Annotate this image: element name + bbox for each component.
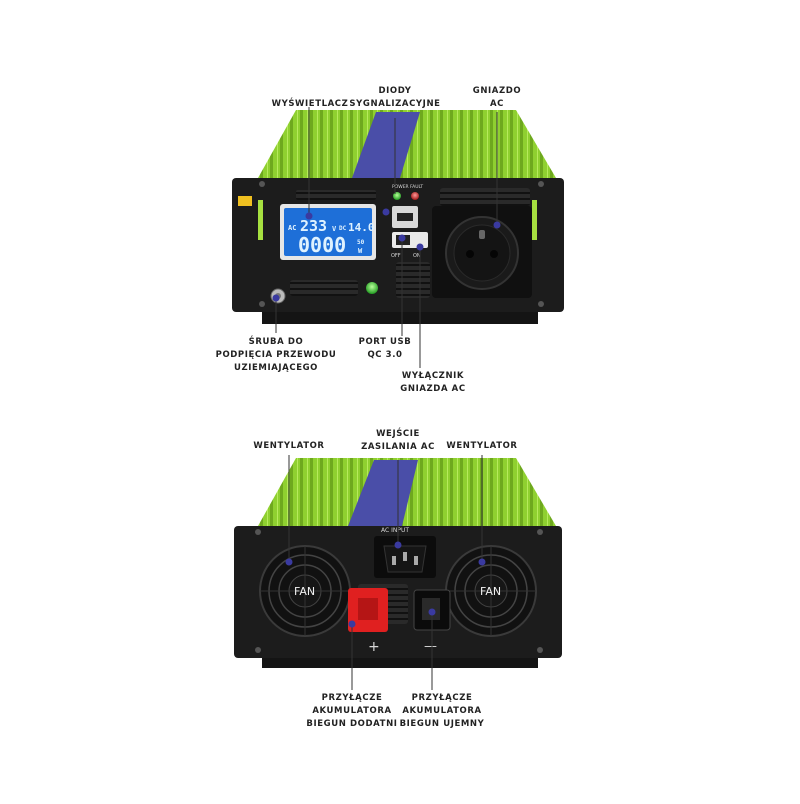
fault-led-label: FAULT bbox=[410, 184, 423, 190]
front-pointer-lines bbox=[275, 107, 498, 368]
rear-blue-stripe bbox=[348, 460, 418, 526]
lcd-voltage-unit: V bbox=[332, 225, 337, 233]
callout-line: SYGNALIZACYJNE bbox=[349, 99, 441, 109]
callout-ground-screw: ŚRUBA DO PODPIĘCIA PRZEWODU UZIEMIAJĄCEG… bbox=[206, 336, 346, 375]
switch-off-label: OFF bbox=[391, 253, 401, 259]
callout-line: BIEGUN UJEMNY bbox=[399, 719, 485, 729]
callout-ac-socket: GNIAZDO AC bbox=[457, 85, 537, 111]
lcd-hz: 50 bbox=[357, 239, 365, 246]
lcd-w: W bbox=[358, 247, 363, 255]
screw bbox=[538, 301, 544, 307]
front-blue-stripe bbox=[352, 112, 420, 178]
callout-line: ŚRUBA DO bbox=[248, 337, 304, 347]
lcd-power: 0000 bbox=[298, 233, 346, 257]
callout-line: QC 3.0 bbox=[367, 350, 403, 360]
front-inverter: AC 233 V DC 14.0 0000 50 W POWER FAULT O… bbox=[232, 110, 564, 324]
fan-left-label: FAN bbox=[294, 585, 315, 598]
callout-line: PODPIĘCIA PRZEWODU bbox=[215, 350, 337, 360]
callout-line: UZIEMIAJĄCEGO bbox=[233, 363, 319, 373]
fan-right bbox=[445, 545, 537, 637]
callout-leds: DIODY SYGNALIZACYJNE bbox=[345, 85, 445, 111]
callout-line: WENTYLATOR bbox=[253, 441, 325, 451]
front-base bbox=[262, 312, 538, 324]
callout-line: WENTYLATOR bbox=[446, 441, 518, 451]
callout-line: WYŚWIETLACZ bbox=[271, 99, 349, 109]
warning-sticker bbox=[238, 196, 252, 206]
lcd-dc-label: DC bbox=[339, 225, 347, 232]
minus-sign: — bbox=[424, 639, 437, 654]
front-vent bbox=[296, 190, 376, 200]
power-button[interactable] bbox=[366, 282, 378, 294]
callout-line: DIODY bbox=[378, 86, 412, 96]
front-pointer-dots bbox=[272, 208, 501, 302]
front-vent bbox=[440, 188, 530, 206]
callout-ac-input: WEJŚCIE ZASILANIA AC bbox=[350, 428, 446, 454]
callout-line: AKUMULATORA bbox=[312, 706, 392, 716]
callout-line: GNIAZDA AC bbox=[400, 384, 466, 394]
front-vent bbox=[396, 262, 430, 298]
ac-input-label: AC INPUT bbox=[381, 527, 409, 534]
front-vent bbox=[290, 280, 358, 296]
callout-ac-switch: WYŁĄCZNIK GNIAZDA AC bbox=[388, 370, 478, 396]
screw bbox=[538, 181, 544, 187]
screw bbox=[259, 181, 265, 187]
power-led-label: POWER bbox=[392, 184, 409, 190]
callout-line: WYŁĄCZNIK bbox=[401, 371, 465, 381]
lcd-ac-label: AC bbox=[288, 224, 296, 232]
screw bbox=[259, 301, 265, 307]
callout-line: WEJŚCIE bbox=[376, 429, 420, 439]
plus-sign: + bbox=[368, 639, 380, 655]
callout-line: AKUMULATORA bbox=[402, 706, 482, 716]
callout-usb: PORT USB QC 3.0 bbox=[350, 336, 420, 362]
callout-battery-negative: PRZYŁĄCZE AKUMULATORA BIEGUN UJEMNY bbox=[392, 692, 492, 731]
callout-line: PRZYŁĄCZE bbox=[321, 693, 383, 703]
callout-line: BIEGUN DODATNI bbox=[306, 719, 398, 729]
rear-pointer-lines bbox=[288, 455, 483, 690]
fan-right-label: FAN bbox=[480, 585, 501, 598]
callout-line: GNIAZDO bbox=[472, 86, 522, 96]
callout-line: PRZYŁĄCZE bbox=[411, 693, 473, 703]
switch-on-label: ON bbox=[413, 253, 421, 259]
callout-line: AC bbox=[489, 99, 505, 109]
callout-battery-positive: PRZYŁĄCZE AKUMULATORA BIEGUN DODATNI bbox=[302, 692, 402, 731]
callout-fan-left: WENTYLATOR bbox=[244, 440, 334, 453]
callout-line: PORT USB bbox=[358, 337, 412, 347]
lcd-screen bbox=[284, 208, 372, 256]
lcd-voltage: 233 bbox=[300, 217, 327, 235]
fan-left bbox=[259, 545, 351, 637]
fault-led bbox=[411, 192, 419, 200]
callout-line: ZASILANIA AC bbox=[361, 442, 435, 452]
rear-pointer-dots bbox=[285, 541, 486, 628]
callout-display: WYŚWIETLACZ bbox=[255, 98, 365, 111]
callout-fan-right: WENTYLATOR bbox=[437, 440, 527, 453]
lcd-dc-voltage: 14.0 bbox=[348, 221, 375, 234]
power-led bbox=[393, 192, 401, 200]
